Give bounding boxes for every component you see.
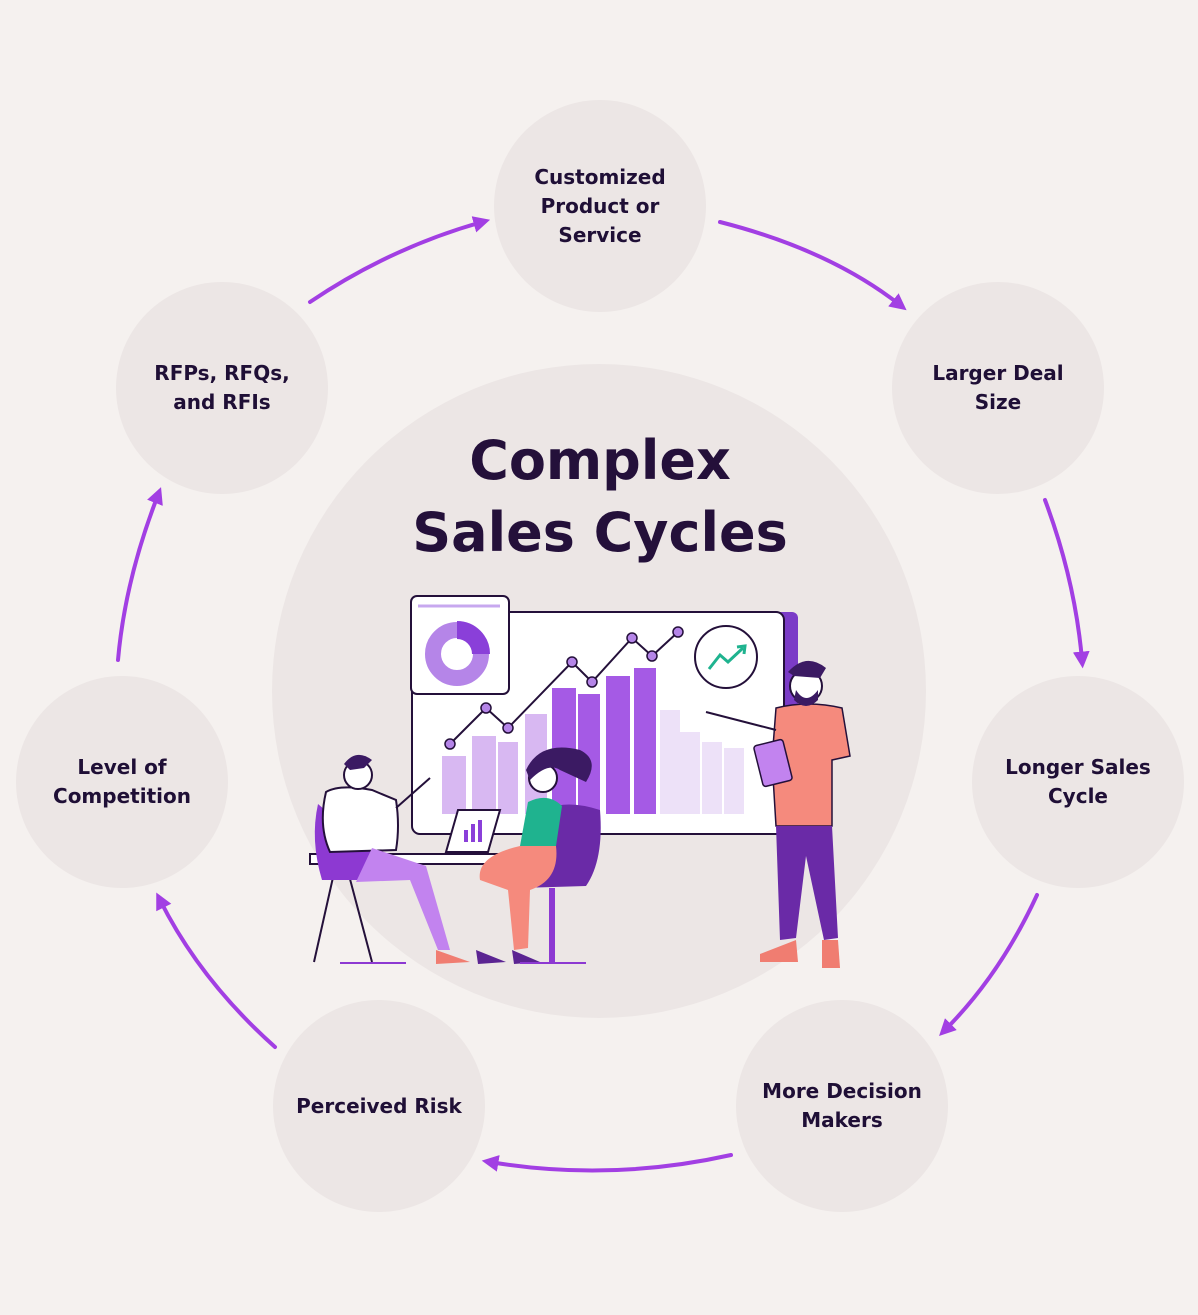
node-larger-deal: Larger Deal Size (892, 282, 1104, 494)
clipboard-icon (753, 738, 793, 788)
node-label: Larger Deal Size (932, 361, 1064, 414)
node-longer-cycle: Longer Sales Cycle (972, 676, 1184, 888)
trend-points (444, 626, 684, 750)
arrow-customized-to-larger-deal (718, 220, 907, 311)
sales-illustration (309, 595, 851, 968)
arrow-rfps-to-customized (308, 216, 491, 304)
node-customized: Customized Product or Service (494, 100, 706, 312)
arrow-competition-to-rfps (116, 487, 163, 662)
cycle-arrows (116, 216, 1090, 1173)
board-bars (442, 668, 744, 814)
node-label: Level of Competition (53, 755, 191, 808)
node-decision-makers: More Decision Makers (736, 1000, 948, 1212)
node-perceived-risk: Perceived Risk (273, 1000, 485, 1212)
node-label: Customized Product or Service (534, 164, 666, 247)
trend-arrow-icon (694, 625, 758, 689)
node-label: RFPs, RFQs, and RFIs (154, 361, 290, 414)
arrow-decision-makers-to-risk (481, 1153, 733, 1173)
node-label: Longer Sales Cycle (1005, 755, 1151, 808)
diagram-title: Complex Sales Cycles (412, 429, 788, 564)
node-competition: Level of Competition (16, 676, 228, 888)
arrow-risk-to-competition (156, 892, 277, 1049)
node-label: Perceived Risk (296, 1093, 462, 1118)
arrow-larger-deal-to-longer-cycle (1043, 498, 1090, 669)
arrow-longer-cycle-to-decision-makers (939, 893, 1039, 1036)
node-rfps: RFPs, RFQs, and RFIs (116, 282, 328, 494)
node-label: More Decision Makers (762, 1079, 922, 1132)
